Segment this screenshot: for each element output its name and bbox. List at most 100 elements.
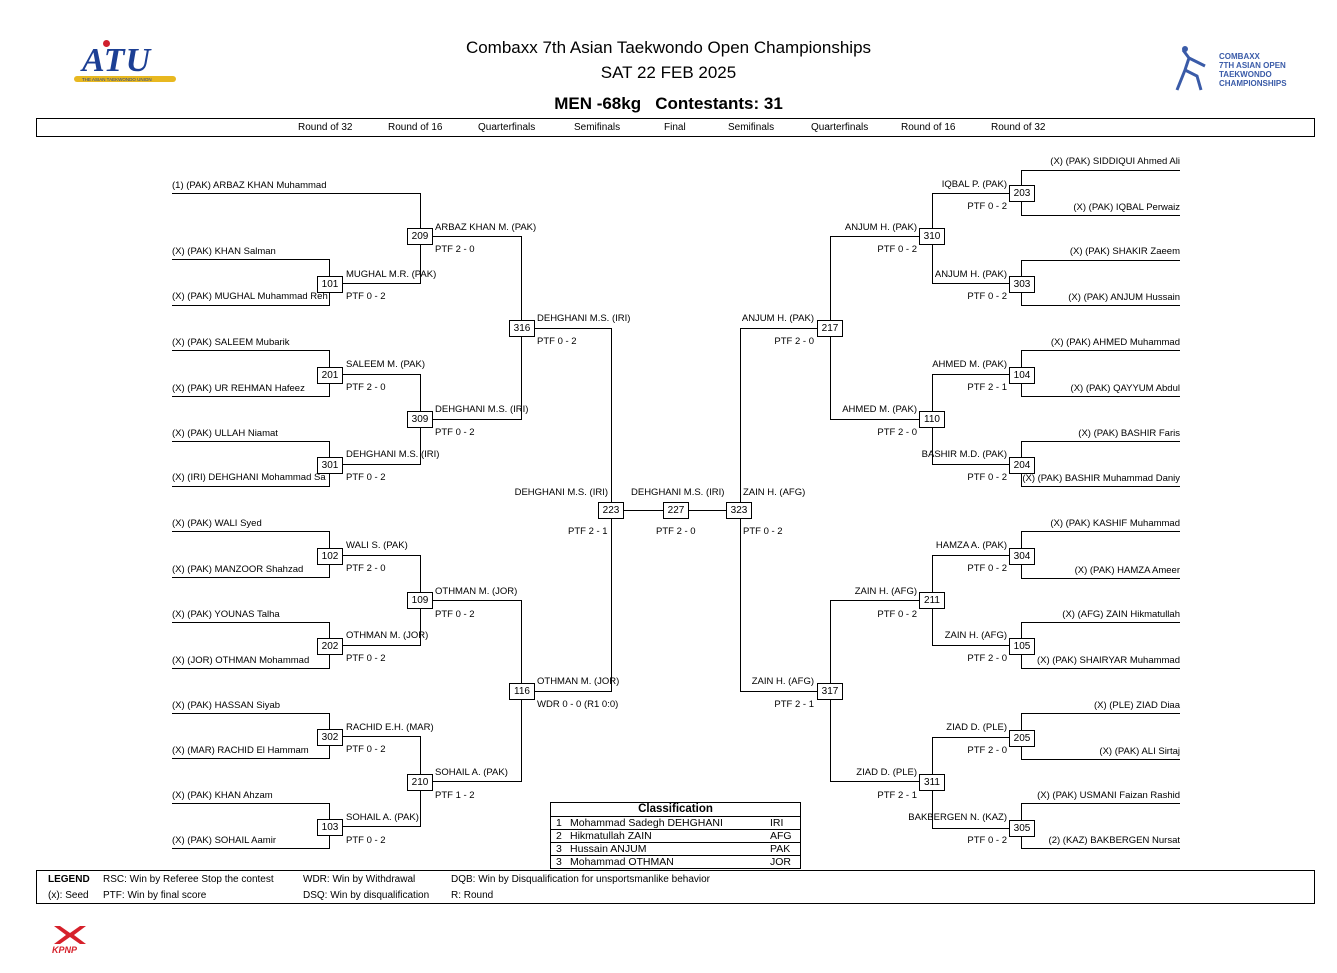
match-winner: DEHGHANI M.S. (IRI) xyxy=(346,449,440,460)
legend-rsc: RSC: Win by Referee Stop the contest xyxy=(103,874,274,885)
match-winner: ANJUM H. (PAK) xyxy=(934,269,1007,280)
bracket-line xyxy=(330,374,421,376)
match-score: PTF 0 - 2 xyxy=(435,427,475,438)
classification-row: 3 Mohammad OTHMAN JOR xyxy=(551,856,800,868)
match-number-box: 205 xyxy=(1009,730,1035,747)
match-number-box: 203 xyxy=(1009,185,1035,202)
match-score: PTF 0 - 2 xyxy=(967,563,1007,574)
match-score: PTF 0 - 2 xyxy=(877,244,917,255)
kpnp-logo-text: KPNP xyxy=(52,945,78,955)
classification-name: Mohammad OTHMAN xyxy=(570,856,674,868)
round-label-final: Final xyxy=(664,122,686,133)
classification-noc: PAK xyxy=(770,843,791,855)
combaxx-logo-line-2: 7TH ASIAN OPEN xyxy=(1219,61,1286,70)
match-winner: HAMZA A. (PAK) xyxy=(935,540,1007,551)
player-name: (X) (IRI) DEHGHANI Mohammad Sa xyxy=(172,472,326,483)
match-winner: IQBAL P. (PAK) xyxy=(941,179,1007,190)
bracket-line xyxy=(932,828,1022,830)
classification-name: Hussain ANJUM xyxy=(570,843,647,855)
match-winner: ANJUM H. (PAK) xyxy=(844,222,917,233)
player-name: (X) (PAK) ANJUM Hussain xyxy=(1068,292,1180,303)
match-winner: MUGHAL M.R. (PAK) xyxy=(346,269,437,280)
bracket-line xyxy=(1022,486,1180,488)
player-name: (X) (PLE) ZIAD Diaa xyxy=(1093,700,1180,711)
classification-noc: AFG xyxy=(770,830,792,842)
classification-rank: 1 xyxy=(556,817,562,829)
match-number-box: 104 xyxy=(1009,367,1035,384)
player-name: (X) (PAK) MUGHAL Muhammad Reh xyxy=(172,291,328,302)
bracket-line xyxy=(330,826,421,828)
combaxx-logo-line-4: CHAMPIONSHIPS xyxy=(1219,79,1287,88)
bracket-line xyxy=(330,464,421,466)
player-name: (X) (PAK) USMANI Faizan Rashid xyxy=(1037,790,1180,801)
bracket-line xyxy=(172,350,330,352)
match-winner: WALI S. (PAK) xyxy=(346,540,408,551)
classification-rank: 2 xyxy=(556,830,562,842)
combaxx-logo-line-3: TAEKWONDO xyxy=(1219,70,1272,79)
bracket-line xyxy=(172,577,330,579)
classification-table: Classification 1 Mohammad Sadegh DEHGHAN… xyxy=(550,802,801,869)
round-label-r16-right: Round of 16 xyxy=(901,122,956,133)
match-score: PTF 0 - 2 xyxy=(346,291,386,302)
legend-dsq: DSQ: Win by disqualification xyxy=(303,890,430,901)
player-name: (X) (PAK) SOHAIL Aamir xyxy=(172,835,276,846)
legend-seed: (x): Seed xyxy=(48,890,89,901)
bracket-line xyxy=(172,531,330,533)
bracket-line xyxy=(830,236,933,238)
bracket-line xyxy=(172,622,330,624)
bracket-line xyxy=(330,645,421,647)
bracket-line xyxy=(172,758,330,760)
match-winner: OTHMAN M. (JOR) xyxy=(346,630,429,641)
match-winner: ZAIN H. (AFG) xyxy=(944,630,1007,641)
bracket-line xyxy=(330,283,421,285)
match-winner: DEHGHANI M.S. (IRI) xyxy=(514,487,608,498)
classification-noc: JOR xyxy=(770,856,791,868)
combaxx-logo: COMBAXX 7TH ASIAN OPEN TAEKWONDO CHAMPIO… xyxy=(1175,46,1287,96)
bracket-line xyxy=(421,236,522,238)
category-title: MEN -68kg Contestants: 31 xyxy=(554,94,783,113)
match-winner: SOHAIL A. (PAK) xyxy=(435,767,508,778)
match-winner: ZIAD D. (PLE) xyxy=(856,767,917,778)
final-match-box: 227 xyxy=(663,502,689,519)
player-name: (X) (PAK) UR REHMAN Hafeez xyxy=(172,383,305,394)
bracket-line xyxy=(522,691,612,693)
match-number-box: 209 xyxy=(407,228,433,245)
match-score: PTF 2 - 1 xyxy=(568,526,608,537)
bracket-line xyxy=(740,691,831,693)
match-score: PTF 0 - 2 xyxy=(346,835,386,846)
match-score: PTF 0 - 2 xyxy=(877,609,917,620)
bracket-line xyxy=(172,668,330,670)
match-winner: AHMED M. (PAK) xyxy=(842,404,917,415)
atu-logo-star xyxy=(103,40,110,47)
bracket-line xyxy=(172,259,330,261)
match-score: PTF 2 - 0 xyxy=(877,427,917,438)
rounds-header-bar xyxy=(36,118,1315,137)
bracket-line xyxy=(1022,622,1180,624)
match-score: PTF 0 - 2 xyxy=(346,472,386,483)
player-name: (X) (PAK) KHAN Salman xyxy=(172,246,276,257)
match-winner: ZAIN H. (AFG) xyxy=(751,676,814,687)
legend-box xyxy=(36,870,1315,904)
match-winner: SALEEM M. (PAK) xyxy=(346,359,426,370)
match-number-box: 202 xyxy=(317,638,343,655)
player-name: (X) (PAK) SHAKIR Zaeem xyxy=(1069,246,1180,257)
bracket-line xyxy=(1022,215,1180,217)
match-score: PTF 0 - 2 xyxy=(743,526,783,537)
bracket-line xyxy=(932,737,1022,739)
bracket-line xyxy=(830,600,933,602)
bracket-line xyxy=(1022,350,1180,352)
bracket-line xyxy=(330,555,421,557)
match-winner: DEHGHANI M.S. (IRI) xyxy=(435,404,529,415)
final-score: PTF 2 - 0 xyxy=(656,526,696,537)
bracket-line xyxy=(522,328,612,330)
match-score: PTF 2 - 1 xyxy=(774,699,814,710)
bracket-line xyxy=(1022,713,1180,715)
match-score: PTF 2 - 0 xyxy=(967,745,1007,756)
match-number-box: 217 xyxy=(817,320,843,337)
player-name: (X) (PAK) MANZOOR Shahzad xyxy=(172,564,304,575)
bracket-line xyxy=(1022,759,1180,761)
player-name: (X) (JOR) OTHMAN Mohammad xyxy=(172,655,310,666)
bracket-line xyxy=(1022,170,1180,172)
player-name: (X) (PAK) YOUNAS Talha xyxy=(172,609,280,620)
bracket-line xyxy=(172,713,330,715)
